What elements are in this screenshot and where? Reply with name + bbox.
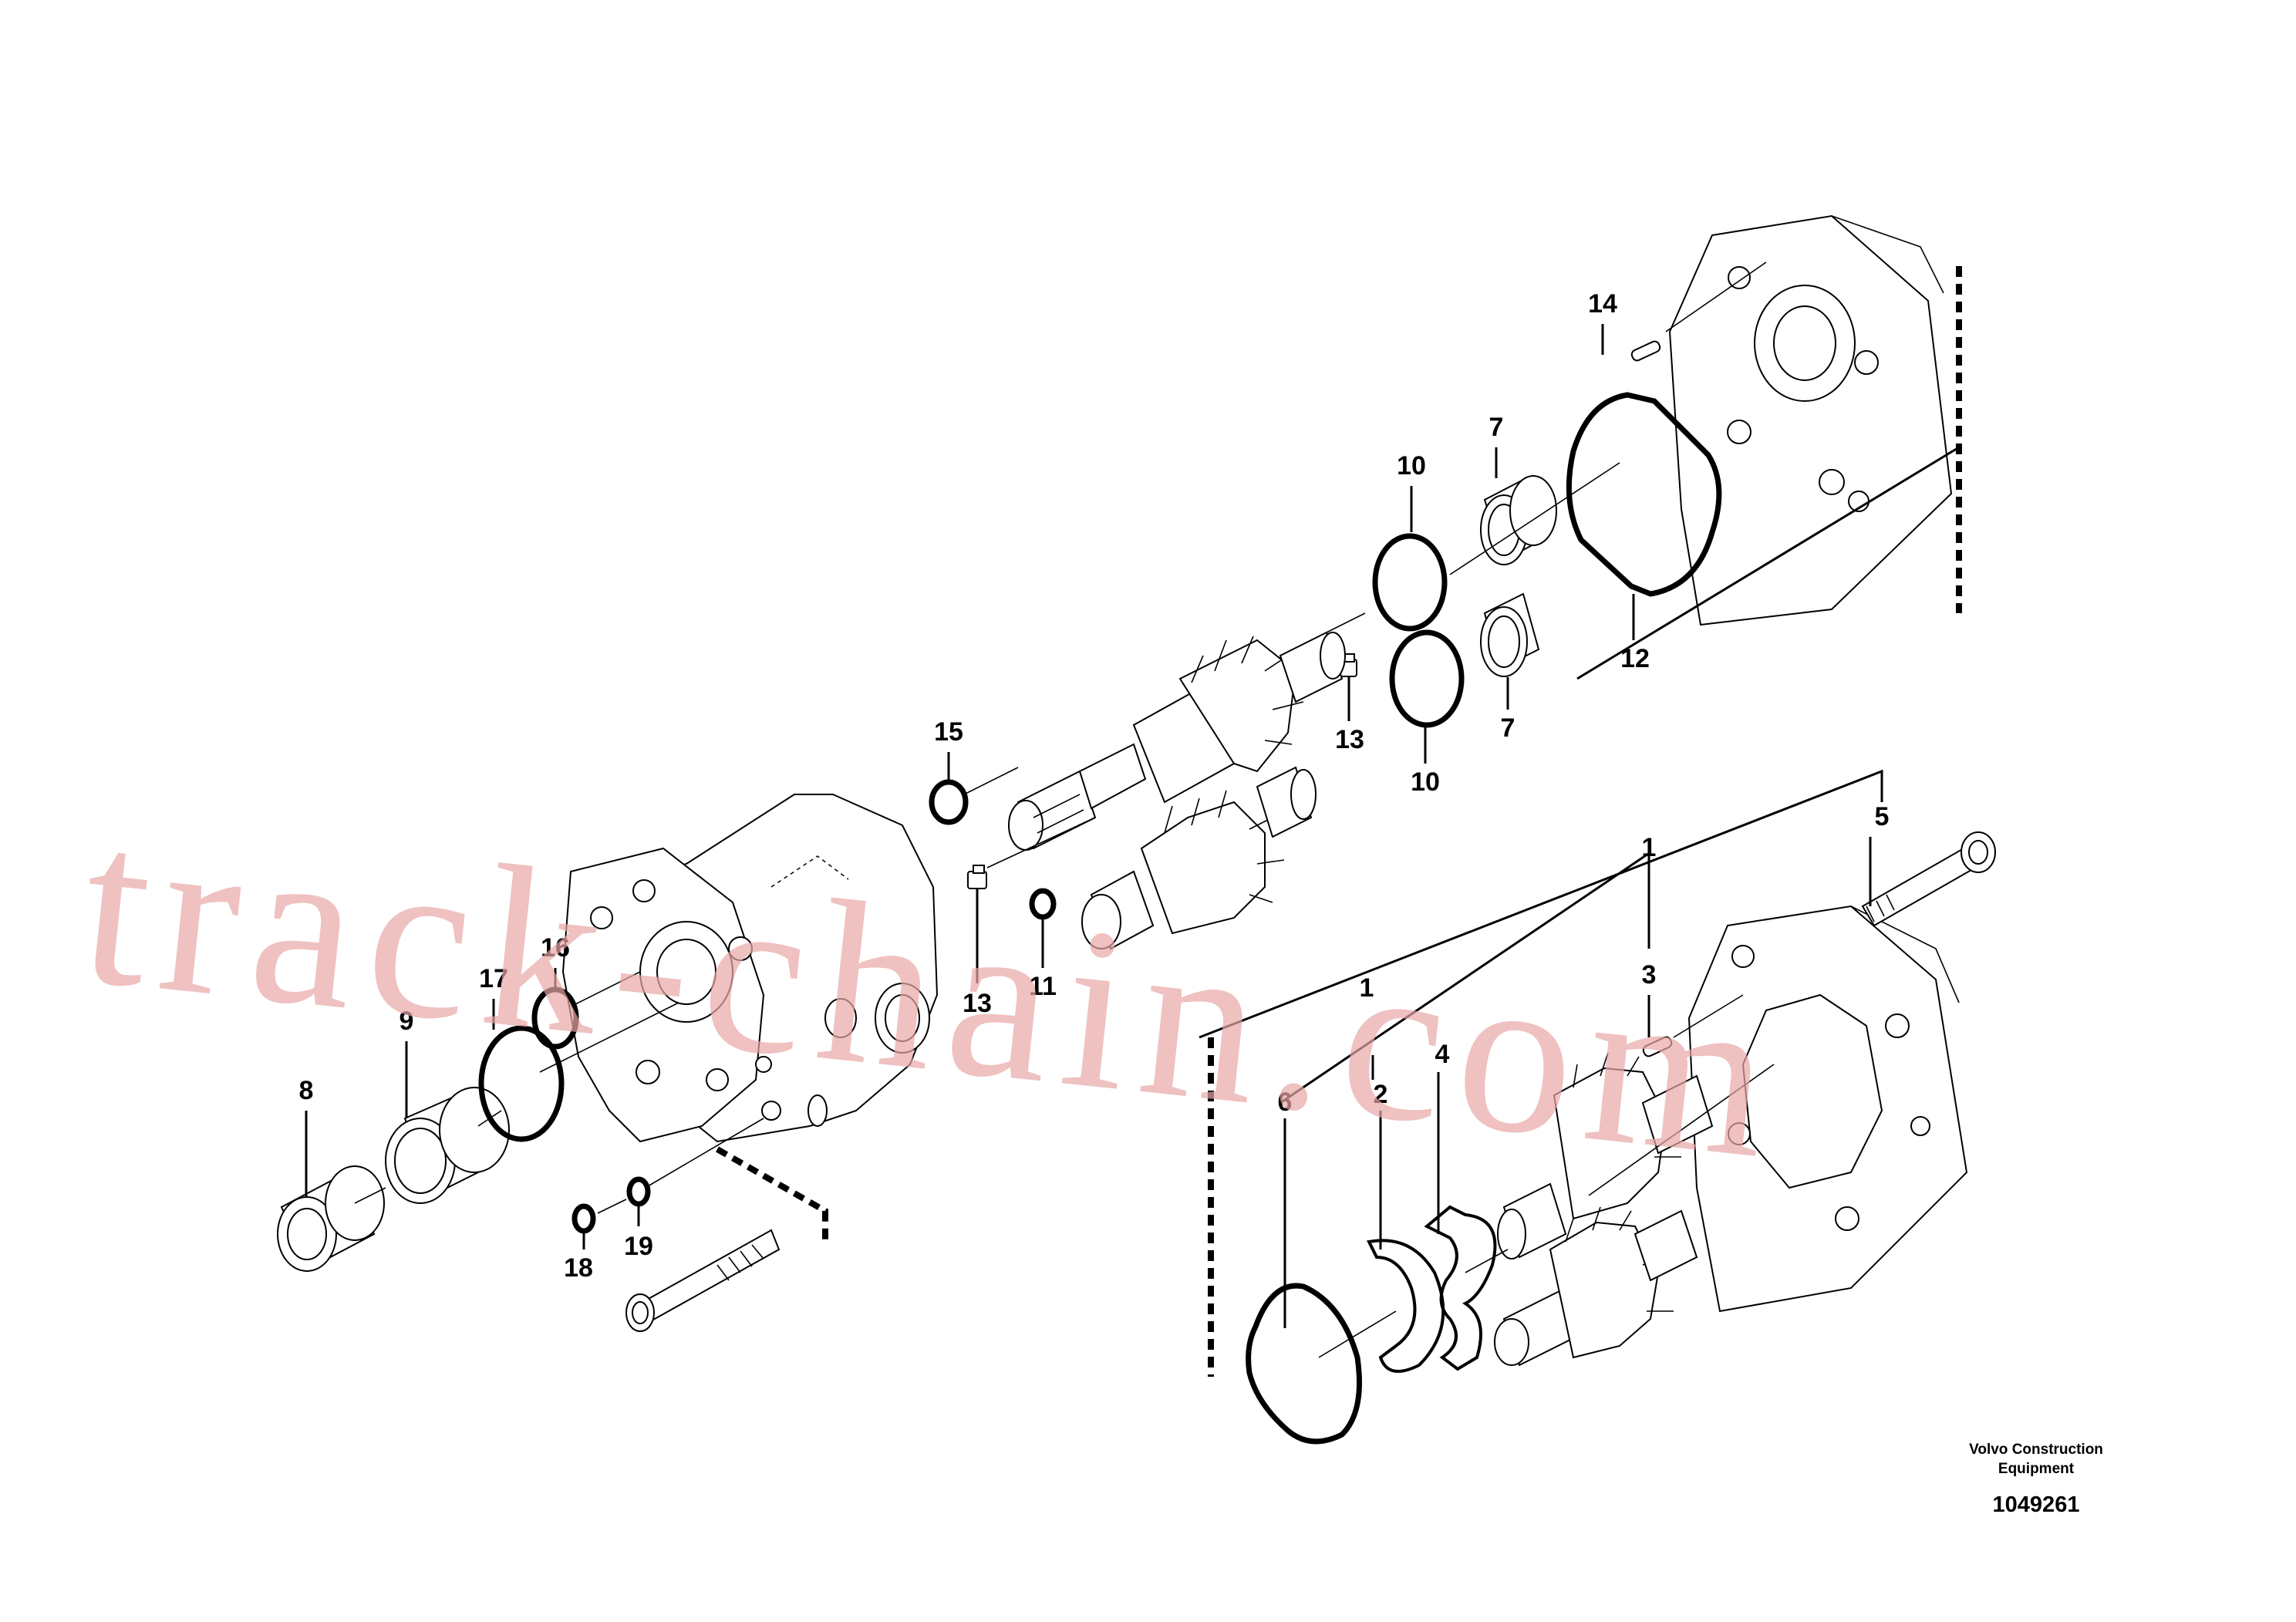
dowel-pin-14 xyxy=(1630,340,1661,362)
o-ring-18 xyxy=(571,1203,596,1234)
callout-7-upper: 7 xyxy=(1489,413,1504,442)
assembly-brackets xyxy=(354,261,1960,1358)
leader-lines xyxy=(305,324,1872,1328)
callout-6: 6 xyxy=(1278,1088,1293,1117)
callout-13-lower: 13 xyxy=(963,989,992,1018)
o-ring-10-lower xyxy=(1389,629,1465,728)
drive-gear-shaft xyxy=(1008,631,1346,851)
callout-7-lower: 7 xyxy=(1501,713,1515,743)
bushing-7-lower xyxy=(1480,592,1540,677)
callout-1-upper: 1 xyxy=(1642,833,1657,862)
pump-body xyxy=(561,794,939,1143)
callout-10-upper: 10 xyxy=(1397,451,1426,481)
bolt-5 xyxy=(1861,831,1996,927)
watermark: track-chain.com xyxy=(72,774,1794,1207)
callout-9: 9 xyxy=(400,1007,414,1036)
caption-line-2: Equipment xyxy=(1998,1461,2075,1477)
callout-15: 15 xyxy=(934,717,963,747)
callout-19: 19 xyxy=(624,1232,653,1261)
callout-17: 17 xyxy=(479,964,508,993)
o-ring-19 xyxy=(626,1176,651,1207)
bushing-7-upper xyxy=(1480,475,1557,565)
o-ring-17 xyxy=(478,1025,565,1142)
o-ring-10-upper xyxy=(1372,533,1448,632)
callout-2: 2 xyxy=(1374,1080,1388,1109)
o-ring-15 xyxy=(929,779,969,825)
callout-labels: 14 7 10 12 7 10 13 15 13 11 16 17 9 8 18… xyxy=(299,289,1890,1283)
callout-8: 8 xyxy=(299,1076,314,1105)
callout-12: 12 xyxy=(1620,644,1650,673)
callout-1-lower: 1 xyxy=(1360,973,1374,1003)
dowel-pin-3 xyxy=(1642,1036,1673,1057)
front-cover xyxy=(1687,905,1968,1313)
callout-11: 11 xyxy=(1029,972,1057,1001)
callout-16: 16 xyxy=(541,933,570,963)
callout-18: 18 xyxy=(564,1253,593,1283)
callout-13-upper: 13 xyxy=(1335,725,1364,754)
gasket-12 xyxy=(1566,392,1722,597)
callout-5: 5 xyxy=(1875,802,1890,831)
backup-ring-2 xyxy=(1367,1239,1445,1373)
callout-4: 4 xyxy=(1435,1040,1450,1069)
bushing-8 xyxy=(277,1165,385,1272)
rear-cover xyxy=(1668,214,1953,626)
dashed-assembly-lines xyxy=(716,266,1962,1377)
bushing-9 xyxy=(385,1087,510,1204)
figure-number: 1049261 xyxy=(1993,1492,2080,1517)
callout-3: 3 xyxy=(1642,960,1657,990)
wear-plate-4 xyxy=(1424,1205,1497,1371)
callout-14: 14 xyxy=(1588,289,1617,319)
bolt-lower-left xyxy=(625,1229,781,1332)
lower-drive-shaft xyxy=(1497,1052,1714,1259)
driven-gear-middle xyxy=(1081,766,1317,950)
seal-6 xyxy=(1246,1283,1362,1445)
lower-driven-gear xyxy=(1494,1206,1698,1367)
callout-10-lower: 10 xyxy=(1411,767,1440,797)
caption-line-1: Volvo Construction xyxy=(1969,1442,2103,1458)
plug-13-lower xyxy=(967,865,987,889)
caption-block: Volvo Construction Equipment 1049261 xyxy=(1969,1442,2103,1517)
